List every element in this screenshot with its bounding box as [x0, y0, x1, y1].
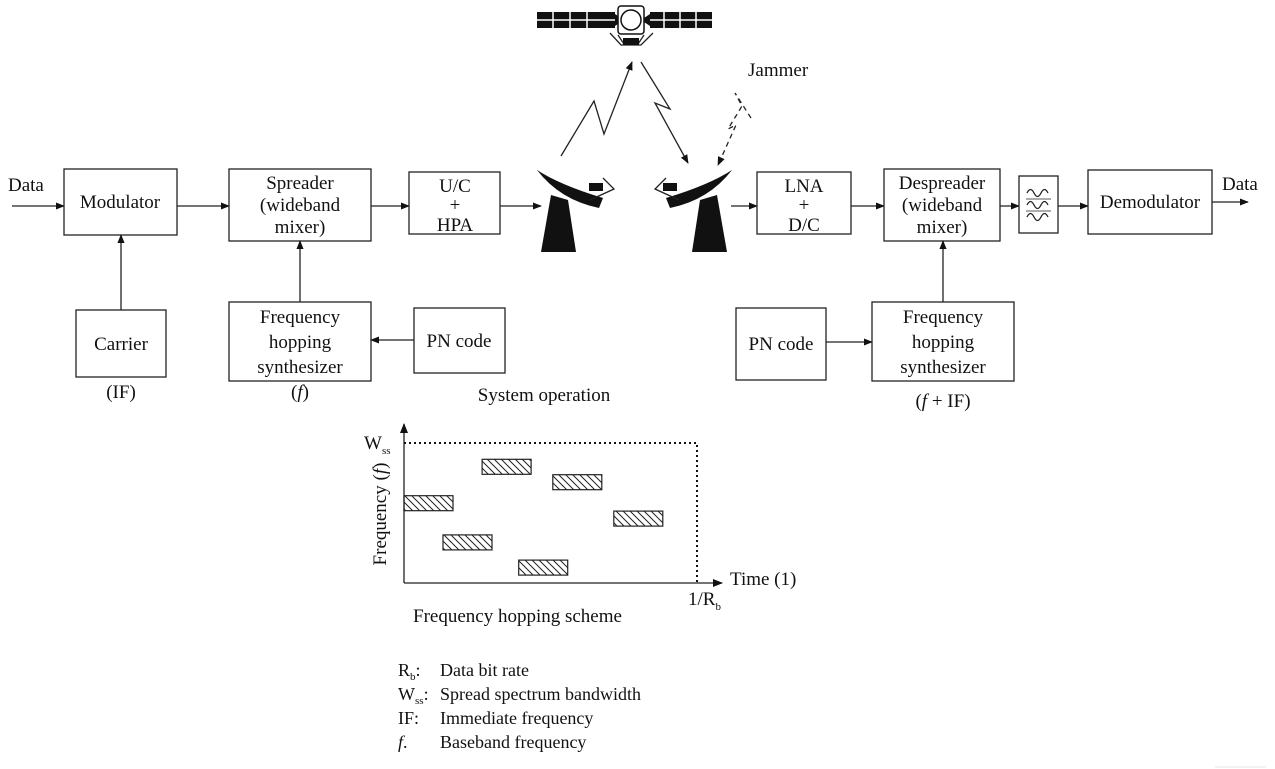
data-input-label: Data	[8, 175, 44, 196]
svg-text:Carrier: Carrier	[94, 334, 148, 355]
svg-text:Data bit rate: Data bit rate	[440, 660, 529, 680]
rx-dish-antenna-icon	[653, 170, 732, 252]
uplink-signal	[560, 61, 633, 157]
svg-text:(wideband: (wideband	[902, 195, 983, 216]
svg-text:IF:: IF:	[398, 708, 419, 728]
legend-item: IF: Immediate frequency	[398, 708, 593, 728]
hop-block	[442, 534, 493, 551]
legend-item: f. Baseband frequency	[398, 732, 586, 752]
frequency-axis-label: Frequency (f)	[370, 463, 391, 566]
carrier-block: Carrier	[75, 309, 167, 378]
svg-text:PN code: PN code	[427, 331, 492, 352]
legend-item: Rb: Data bit rate	[398, 660, 529, 683]
legend: Rb: Data bit rate Wss: Spread spectrum b…	[398, 660, 641, 752]
svg-text:Immediate frequency: Immediate frequency	[440, 708, 593, 728]
svg-text:+: +	[450, 195, 461, 216]
svg-text:Spreader: Spreader	[266, 173, 334, 194]
svg-text:synthesizer: synthesizer	[257, 357, 343, 378]
spreader-block: Spreader (wideband mixer)	[228, 168, 372, 242]
system-operation-label: System operation	[478, 385, 611, 406]
rx-frequency-hopping-synthesizer-block: Frequency hopping synthesizer	[871, 301, 1015, 382]
rx-pn-code-block: PN code	[735, 307, 827, 381]
svg-text:Modulator: Modulator	[80, 192, 161, 213]
despreader-block: Despreader (wideband mixer)	[883, 168, 1001, 242]
time-axis-end-label: 1/Rb	[688, 589, 721, 613]
svg-text:U/C: U/C	[439, 176, 471, 197]
tx-frequency-hopping-synthesizer-block: Frequency hopping synthesizer	[228, 301, 372, 382]
svg-text:Rb:: Rb:	[398, 660, 421, 683]
svg-text:+: +	[799, 195, 810, 216]
hop-block	[518, 559, 569, 576]
hop-block	[613, 510, 664, 527]
chart-caption: Frequency hopping scheme	[413, 606, 622, 627]
legend-item: Wss: Spread spectrum bandwidth	[398, 684, 641, 707]
rx-synthesizer-note: (f + IF)	[915, 391, 970, 412]
svg-text:f.: f.	[398, 732, 408, 752]
downlink-signal	[640, 61, 689, 164]
tx-dish-antenna-icon	[537, 170, 616, 252]
hop-block	[552, 474, 603, 491]
tx-synthesizer-note: (f)	[291, 382, 309, 403]
svg-text:hopping: hopping	[269, 332, 332, 353]
svg-text:Wss:: Wss:	[398, 684, 429, 707]
svg-text:Despreader: Despreader	[899, 173, 986, 194]
lna-downconverter-block: LNA + D/C	[756, 171, 852, 236]
svg-text:Baseband frequency: Baseband frequency	[440, 732, 586, 752]
svg-text:(wideband: (wideband	[260, 195, 341, 216]
svg-text:Frequency: Frequency	[903, 307, 984, 328]
frequency-hopping-chart: Frequency (f) Wss Time (1) 1/Rb Frequenc…	[364, 423, 796, 627]
bandwidth-boundary	[404, 442, 698, 583]
satellite-icon	[537, 5, 712, 46]
bandpass-filter-icon	[1018, 175, 1059, 234]
upconverter-hpa-block: U/C + HPA	[408, 171, 501, 236]
modulator-block: Modulator	[63, 168, 178, 236]
svg-text:Demodulator: Demodulator	[1100, 192, 1201, 213]
svg-text:synthesizer: synthesizer	[900, 357, 986, 378]
svg-text:Spread spectrum bandwidth: Spread spectrum bandwidth	[440, 684, 641, 704]
tx-pn-code-block: PN code	[413, 307, 506, 374]
data-output-label: Data	[1222, 174, 1258, 195]
jammer-signal	[717, 92, 752, 166]
svg-text:mixer): mixer)	[275, 217, 326, 238]
svg-text:PN code: PN code	[749, 334, 814, 355]
svg-text:D/C: D/C	[788, 215, 820, 236]
carrier-if-note: (IF)	[106, 382, 136, 403]
svg-text:LNA: LNA	[784, 176, 823, 197]
demodulator-block: Demodulator	[1087, 169, 1213, 235]
svg-text:HPA: HPA	[437, 215, 474, 236]
svg-text:mixer): mixer)	[917, 217, 968, 238]
svg-text:hopping: hopping	[912, 332, 975, 353]
hop-block	[403, 495, 454, 512]
time-axis-label: Time (1)	[730, 569, 796, 590]
svg-text:Frequency: Frequency	[260, 307, 341, 328]
wss-axis-top-label: Wss	[364, 433, 391, 457]
hop-block	[481, 458, 532, 475]
jammer-label: Jammer	[748, 60, 809, 81]
